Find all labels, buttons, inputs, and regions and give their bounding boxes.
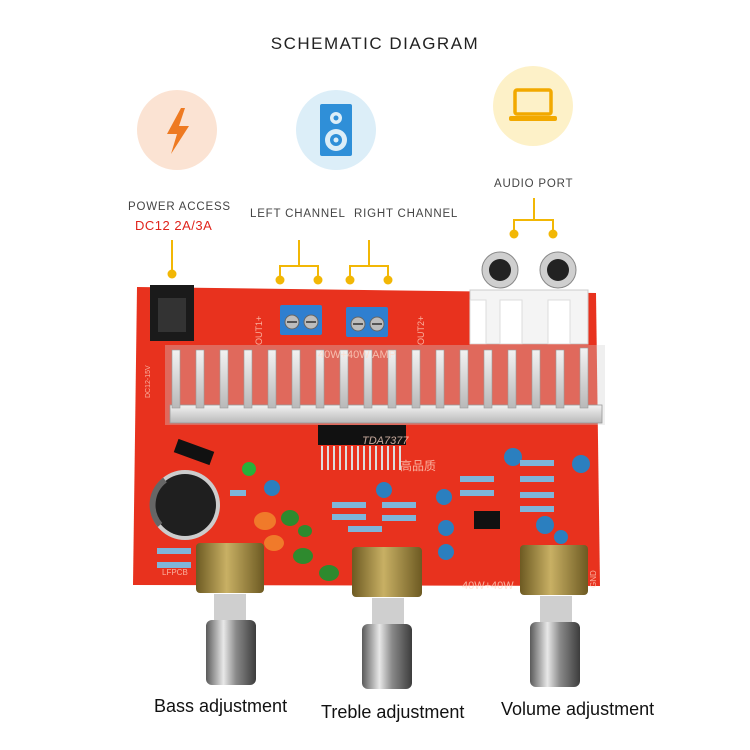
right-channel-terminal	[346, 307, 388, 337]
treble-knob[interactable]	[362, 624, 412, 689]
power-jack	[150, 285, 194, 341]
voltage-label: DC12-15V	[145, 365, 152, 398]
volume-adjustment-label: Volume adjustment	[501, 699, 655, 719]
power-icon-circle	[137, 90, 217, 170]
gnd-label: GND	[589, 570, 598, 588]
power-led	[242, 462, 256, 476]
volume-knob[interactable]	[530, 622, 580, 687]
power-access-label: POWER ACCESS	[128, 201, 231, 213]
out1-label: OUT1+	[254, 316, 264, 345]
out2-label: OUT2+	[416, 316, 426, 345]
board-pcb-label: LFPCB	[162, 568, 188, 577]
right-channel-label: RIGHT CHANNEL	[354, 208, 459, 220]
resistors	[157, 460, 554, 568]
callout-dots	[167, 229, 558, 285]
amplifier-chip	[318, 425, 406, 470]
laptop-icon-circle	[493, 66, 573, 146]
small-components	[254, 448, 590, 581]
board-amp-label: 40W+40W AMP	[318, 349, 396, 361]
board-rating-label: 40W+40W	[462, 580, 514, 592]
page-title: SCHEMATIC DIAGRAM	[270, 34, 480, 53]
speaker-icon	[320, 104, 352, 156]
rca-jacks	[469, 251, 589, 345]
diode	[173, 438, 215, 466]
left-channel-terminal	[280, 305, 322, 335]
volume-potentiometer	[520, 545, 588, 687]
left-channel-label: LEFT CHANNEL	[250, 208, 346, 220]
audio-port-label: AUDIO PORT	[494, 178, 574, 190]
speaker-icon-circle	[296, 90, 376, 170]
treble-adjustment-label: Treble adjustment	[321, 702, 465, 722]
main-capacitor	[149, 470, 220, 540]
treble-potentiometer	[352, 547, 422, 689]
bass-knob[interactable]	[206, 620, 256, 685]
callout-lines	[171, 198, 554, 280]
lightning-icon	[167, 108, 189, 154]
power-spec-label: DC12 2A/3A	[135, 218, 213, 233]
board-chinese-label: 高品质	[400, 458, 436, 473]
chip-label: TDA7377	[362, 435, 409, 447]
laptop-icon	[509, 88, 557, 121]
bass-adjustment-label: Bass adjustment	[154, 696, 288, 716]
bass-potentiometer	[196, 543, 264, 685]
heatsink	[165, 345, 605, 425]
